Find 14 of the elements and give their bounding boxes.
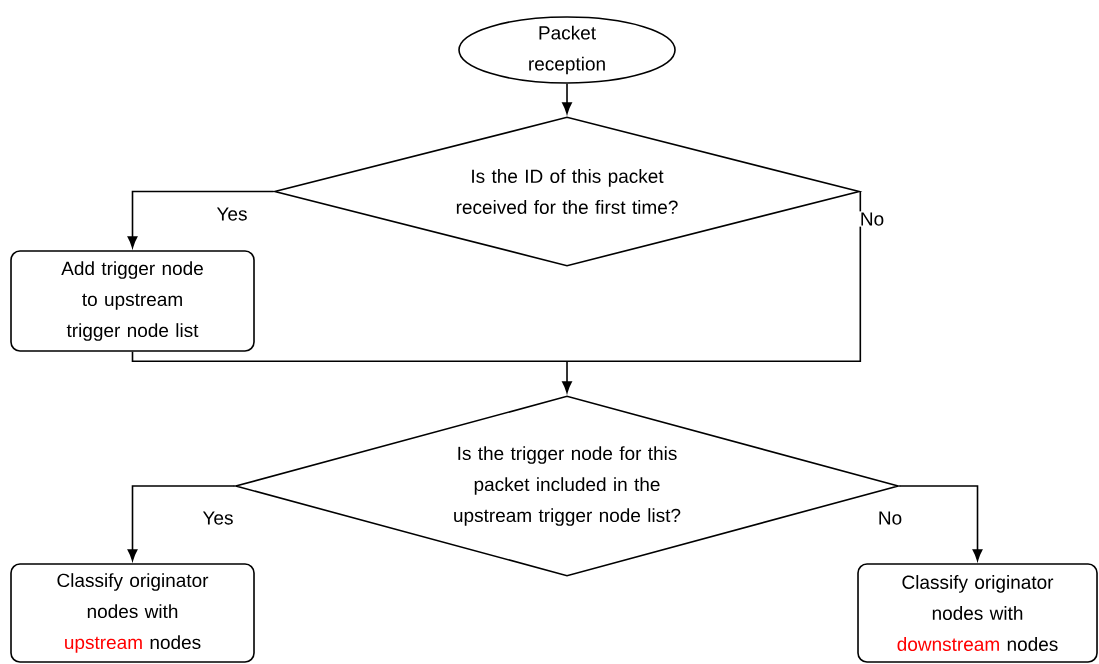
process-box: Classify originator nodes with downstream nodes <box>857 563 1098 663</box>
edge-label: No <box>876 510 904 526</box>
arrow <box>127 485 236 561</box>
arrow <box>562 360 572 393</box>
edge-label: Yes <box>215 206 249 222</box>
edge-label: Yes <box>201 510 235 526</box>
arrow <box>898 485 983 561</box>
connector-line <box>566 190 862 362</box>
process-box: Classify originator nodes with upstream nodes <box>10 563 255 663</box>
arrow <box>127 190 275 248</box>
process-box: Add trigger node to upstream trigger node list <box>10 250 255 352</box>
arrow <box>562 83 572 114</box>
edge-label: No <box>858 211 886 227</box>
connector-line <box>131 351 568 362</box>
